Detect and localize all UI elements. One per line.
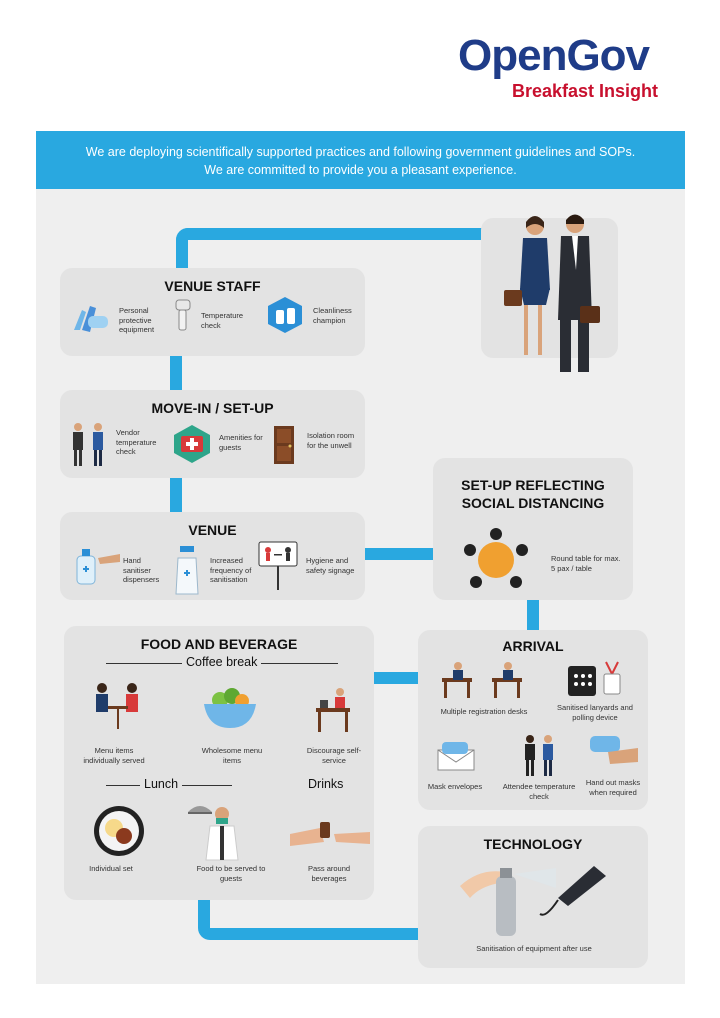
coffee-break-heading: Coffee break <box>182 655 262 669</box>
attendee-temperature-check-icon <box>525 735 553 776</box>
arrival-item-1: Multiple registration desks <box>440 707 528 716</box>
social-distancing-title: SET-UP REFLECTING SOCIAL DISTANCING <box>461 477 605 511</box>
venue-item-2: Increased frequency of sanitisation <box>210 556 252 584</box>
passing-drink-icon <box>290 822 370 846</box>
venue-title: VENUE <box>188 522 237 538</box>
thermometer-gun-icon <box>175 299 191 331</box>
safety-signage-icon <box>258 541 298 590</box>
banner-line-2: We are committed to provide you a pleasa… <box>204 163 517 177</box>
move-in-item-2: Amenities for guests <box>219 433 263 452</box>
flow-connector <box>170 478 182 512</box>
move-in-card: MOVE-IN / SET-UP <box>60 390 365 478</box>
venue-staff-item-2: Temperature check <box>201 311 244 330</box>
flow-connector <box>198 928 420 940</box>
technology-item: Sanitisation of equipment after use <box>476 944 592 953</box>
business-people-icon <box>504 214 600 372</box>
banner-line-1: We are deploying scientifically supporte… <box>85 145 636 159</box>
lunch-heading: Lunch <box>140 777 183 791</box>
lanyard-polling-device-icon <box>568 661 621 696</box>
brand-tagline: Breakfast Insight <box>512 81 659 101</box>
lunch-item-1: Individual set <box>89 864 133 873</box>
move-in-item-3: Isolation room for the unwell <box>307 431 355 450</box>
venue-staff-item-1: Personal protective equipment <box>119 306 155 334</box>
coffee-item-2: Wholesome menu items <box>201 746 263 765</box>
registration-desks-icon <box>442 662 522 698</box>
sanitiser-bottle-icon <box>268 297 302 333</box>
lunch-item-3: Pass around beverages <box>307 864 351 883</box>
arrival-item-4: Attendee temperature check <box>502 782 576 801</box>
arrival-item-5: Hand out masks when required <box>585 778 641 797</box>
spray-microphone-icon <box>460 866 606 936</box>
technology-title: TECHNOLOGY <box>483 836 583 852</box>
individual-meal-set-icon <box>94 806 144 856</box>
venue-staff-card: VENUE STAFF <box>60 268 365 356</box>
move-in-item-1: Vendor temperature check <box>116 428 157 456</box>
hand-sanitiser-dispenser-icon <box>76 549 120 585</box>
first-aid-kit-icon <box>174 425 210 463</box>
mask-envelope-icon <box>437 742 475 771</box>
social-distancing-card: SET-UP REFLECTING SOCIAL DISTANCING <box>433 458 633 600</box>
temperature-check-people-icon <box>73 423 103 466</box>
salad-bowl-icon <box>204 688 256 728</box>
technology-card: TECHNOLOGY <box>418 826 648 968</box>
door-icon <box>274 426 294 464</box>
round-table-icon <box>464 528 528 588</box>
flow-connector <box>198 900 210 928</box>
food-beverage-title: FOOD AND BEVERAGE <box>140 636 298 652</box>
intro-banner: We are deploying scientifically supporte… <box>36 131 685 189</box>
hand-out-mask-icon <box>590 736 638 764</box>
brand-logo: OpenGov <box>458 31 650 80</box>
flow-connector <box>527 600 539 630</box>
arrival-item-2: Sanitised lanyards and polling device <box>557 703 633 722</box>
waiter-serving-icon <box>188 806 239 861</box>
gloves-mask-icon <box>74 306 108 332</box>
arrival-title: ARRIVAL <box>502 638 564 654</box>
venue-staff-title: VENUE STAFF <box>164 278 261 294</box>
coffee-item-1: Menu items individually served <box>83 746 145 765</box>
cafe-table-people-icon <box>96 683 138 729</box>
arrival-item-3: Mask envelopes <box>427 782 483 791</box>
coffee-item-3: Discourage self-service <box>306 746 362 765</box>
move-in-title: MOVE-IN / SET-UP <box>151 400 274 416</box>
flow-connector <box>374 672 418 684</box>
venue-staff-item-3: Cleanliness champion <box>313 306 352 325</box>
flow-connector <box>176 228 488 240</box>
lunch-item-2: Food to be served to guests <box>196 864 266 883</box>
drinks-heading: Drinks <box>304 777 348 791</box>
venue-item-3: Hygiene and safety signage <box>306 556 355 575</box>
arrival-card: ARRIVAL <box>418 630 648 810</box>
spray-bottle-icon <box>175 546 199 595</box>
social-distancing-item: Round table for max. 5 pax / table <box>551 554 621 573</box>
flow-connector <box>170 356 182 390</box>
flow-connector <box>365 548 433 560</box>
coffee-counter-icon <box>316 688 350 732</box>
venue-item-1: Hand sanitiser dispensers <box>123 556 160 584</box>
